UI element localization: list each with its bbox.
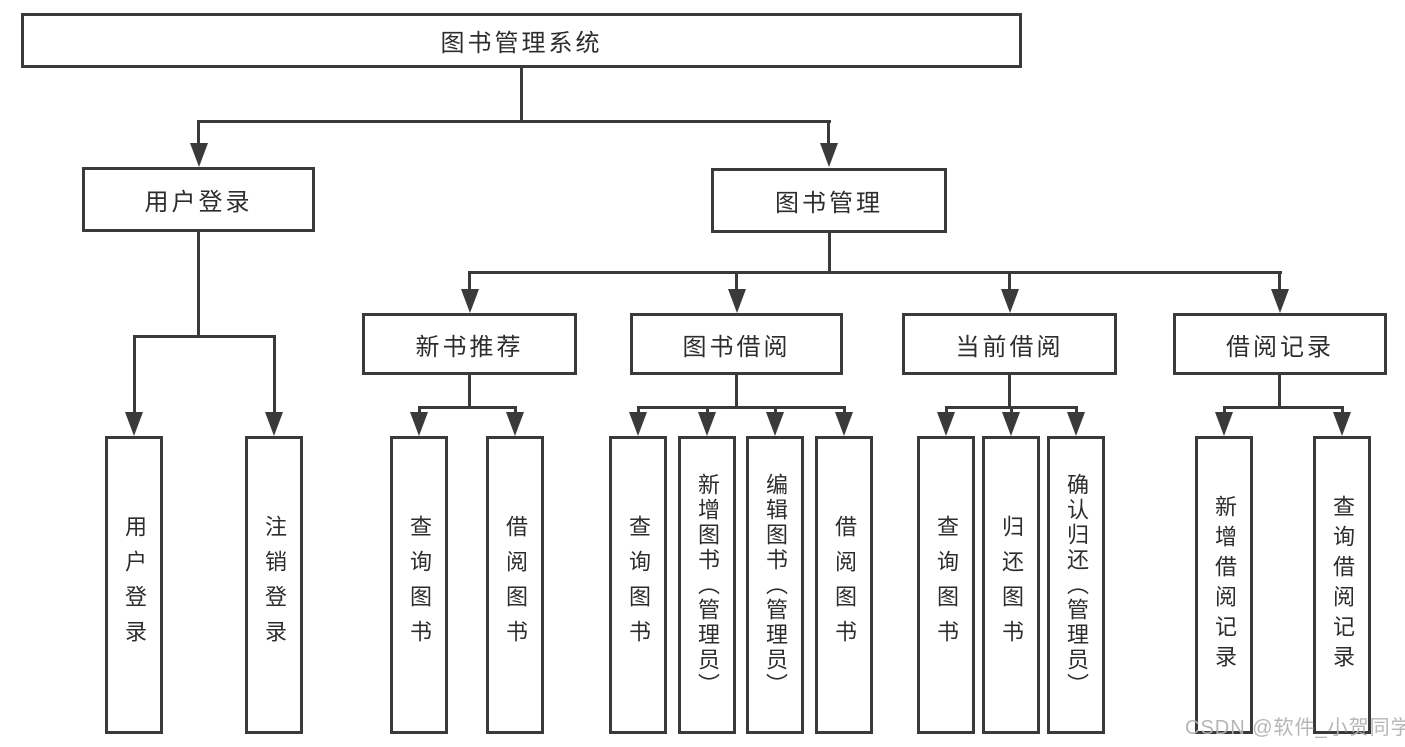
leaf-label: 确认归还（管理员） — [1064, 472, 1089, 698]
leaf-label: 借阅图书 — [832, 515, 857, 655]
arrow-down-icon — [835, 412, 853, 436]
leaf-label: 注销登录 — [262, 515, 287, 655]
leaf-label: 新增图书（管理员） — [695, 472, 720, 698]
connector-stem — [1278, 375, 1281, 406]
leaf-label: 新增借阅记录 — [1212, 495, 1237, 675]
leaf-label: 用户登录 — [122, 515, 147, 655]
connector-stem — [1008, 375, 1011, 406]
arrow-down-icon — [125, 412, 143, 436]
connector-drop — [735, 271, 738, 291]
leaf-borrow-borrow-books: 借阅图书 — [815, 436, 873, 734]
connector-drop — [418, 406, 421, 414]
leaf-recommend-query-books: 查询图书 — [390, 436, 448, 734]
leaf-add-book-admin: 新增图书（管理员） — [678, 436, 736, 734]
connector-drop — [1010, 406, 1013, 414]
connector-drop — [827, 120, 830, 145]
arrow-down-icon — [1067, 412, 1085, 436]
leaf-confirm-return-admin: 确认归还（管理员） — [1047, 436, 1105, 734]
leaf-label: 查询图书 — [626, 515, 651, 655]
node-new-book-recommendation: 新书推荐 — [362, 313, 577, 375]
node-label: 图书借阅 — [682, 333, 791, 361]
connector-stem — [520, 68, 523, 120]
connector-stem — [468, 375, 471, 406]
arrow-down-icon — [1271, 289, 1289, 313]
node-book-borrowing: 图书借阅 — [630, 313, 843, 375]
connector-rail — [418, 406, 517, 409]
arrow-down-icon — [1333, 412, 1351, 436]
leaf-return-books: 归还图书 — [982, 436, 1040, 734]
connector-rail — [197, 120, 831, 123]
node-label: 当前借阅 — [955, 333, 1064, 361]
node-borrowing-records: 借阅记录 — [1173, 313, 1387, 375]
node-label: 图书管理 — [775, 190, 883, 217]
node-book-management: 图书管理 — [711, 168, 947, 233]
arrow-down-icon — [1001, 289, 1019, 313]
arrow-down-icon — [461, 289, 479, 313]
connector-drop — [514, 406, 517, 414]
leaf-label: 编辑图书（管理员） — [763, 472, 788, 698]
arrow-down-icon — [766, 412, 784, 436]
connector-drop — [197, 120, 200, 145]
leaf-label: 借阅图书 — [503, 515, 528, 655]
connector-rail — [637, 406, 845, 409]
connector-drop — [1008, 271, 1011, 291]
connector-drop — [774, 406, 777, 414]
arrow-down-icon — [629, 412, 647, 436]
node-label: 用户登录 — [144, 189, 253, 216]
leaf-recommend-borrow-books: 借阅图书 — [486, 436, 544, 734]
arrow-down-icon — [506, 412, 524, 436]
leaf-add-borrow-record: 新增借阅记录 — [1195, 436, 1253, 734]
node-label: 借阅记录 — [1226, 333, 1334, 361]
connector-drop — [637, 406, 640, 414]
leaf-edit-book-admin: 编辑图书（管理员） — [746, 436, 804, 734]
connector-rail — [468, 271, 1282, 274]
node-user-login: 用户登录 — [82, 167, 315, 232]
leaf-borrow-query-books: 查询图书 — [609, 436, 667, 734]
connector-drop — [945, 406, 948, 414]
connector-drop — [468, 271, 471, 291]
connector-drop — [706, 406, 709, 414]
arrow-down-icon — [937, 412, 955, 436]
node-label: 图书管理系统 — [440, 30, 603, 57]
leaf-label: 查询借阅记录 — [1330, 495, 1355, 675]
connector-stem — [828, 233, 831, 271]
arrow-down-icon — [410, 412, 428, 436]
connector-drop — [1278, 271, 1281, 291]
connector-stem — [197, 232, 200, 335]
arrow-down-icon — [820, 143, 838, 167]
leaf-user-login: 用户登录 — [105, 436, 163, 734]
arrow-down-icon — [1002, 412, 1020, 436]
connector-rail — [1223, 406, 1344, 409]
arrow-down-icon — [1215, 412, 1233, 436]
leaf-logout: 注销登录 — [245, 436, 303, 734]
connector-rail — [133, 335, 276, 338]
node-label: 新书推荐 — [415, 333, 524, 361]
leaf-label: 查询图书 — [407, 515, 432, 655]
connector-drop — [273, 335, 276, 414]
leaf-label: 归还图书 — [999, 515, 1024, 655]
connector-drop — [1075, 406, 1078, 414]
leaf-query-borrow-record: 查询借阅记录 — [1313, 436, 1371, 734]
watermark: CSDN @软件_小贺同学 — [1185, 717, 1405, 739]
arrow-down-icon — [698, 412, 716, 436]
leaf-current-query-books: 查询图书 — [917, 436, 975, 734]
arrow-down-icon — [265, 412, 283, 436]
connector-drop — [1223, 406, 1226, 414]
leaf-label: 查询图书 — [934, 515, 959, 655]
connector-drop — [133, 335, 136, 414]
arrow-down-icon — [190, 143, 208, 167]
connector-drop — [1341, 406, 1344, 414]
node-current-borrowing: 当前借阅 — [902, 313, 1117, 375]
connector-stem — [735, 375, 738, 406]
node-library-management-system: 图书管理系统 — [21, 13, 1022, 68]
connector-drop — [843, 406, 846, 414]
arrow-down-icon — [728, 289, 746, 313]
